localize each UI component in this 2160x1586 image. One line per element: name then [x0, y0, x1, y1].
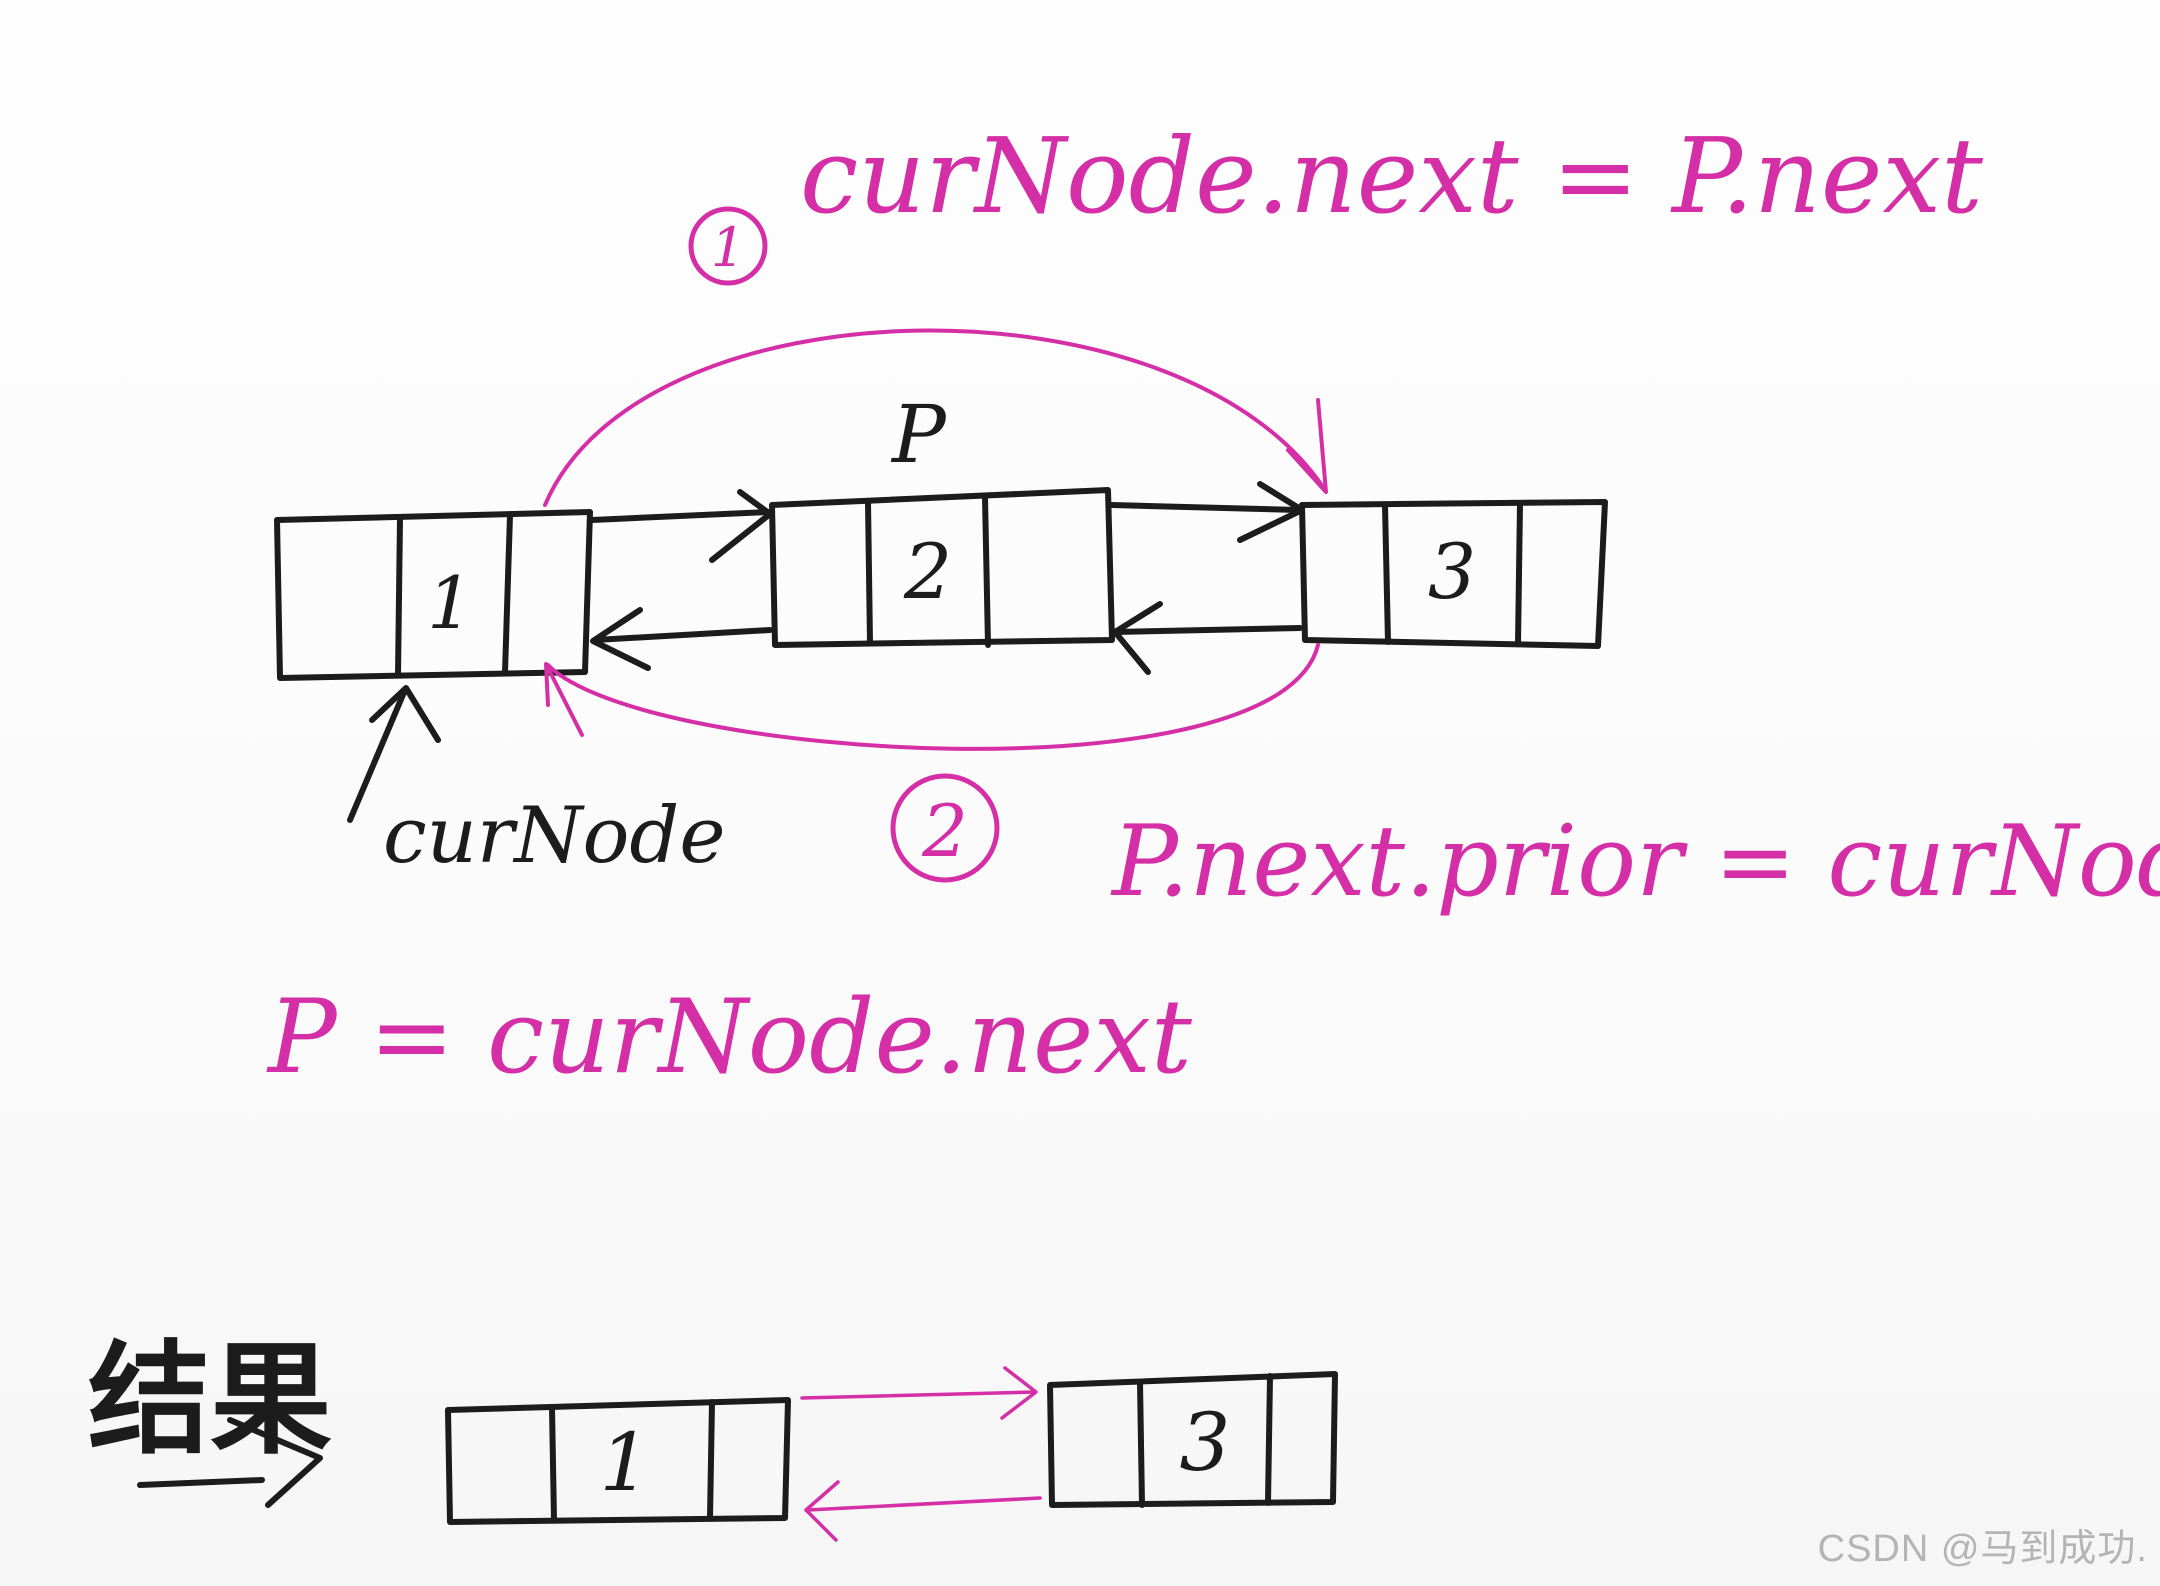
result-link-backward [806, 1496, 1042, 1512]
node-1-top: 1 [274, 509, 593, 681]
result-node-3-box [1047, 1371, 1338, 1508]
result-node-1-value: 1 [600, 1416, 651, 1509]
result-node-3-divider-left [1137, 1379, 1145, 1508]
node-1-value: 1 [427, 561, 473, 645]
link-1-to-2-arrowhead [709, 489, 773, 563]
p-label: P [890, 388, 947, 481]
node-1-divider-right [502, 512, 513, 675]
step2-circle [890, 773, 1000, 883]
node-3-result: 3 [1047, 1371, 1338, 1508]
node-2-top: 2 [769, 487, 1115, 648]
step1-annotation: 1 curNode.next = P.next [688, 115, 1983, 286]
top-links [589, 481, 1305, 675]
result-arrow [227, 1417, 323, 1508]
node-3-divider-right [1515, 500, 1523, 647]
step1-marker: 1 [711, 216, 745, 279]
result-section: 结果 [88, 1329, 332, 1508]
step1-code: curNode.next = P.next [800, 115, 1983, 237]
result-node-3-value: 3 [1180, 1396, 1231, 1489]
node-2-box [769, 487, 1115, 648]
watermark-text: CSDN @马到成功. [1817, 1528, 2148, 1570]
step2-arc [544, 643, 1320, 751]
link-2-to-3 [1109, 502, 1303, 513]
node-3-value: 3 [1428, 527, 1476, 616]
link-3-to-2-arrowhead [1112, 601, 1163, 675]
result-node-1-divider-right [707, 1399, 715, 1521]
node-1-box [274, 509, 593, 681]
step1-arc-arrowhead [1286, 398, 1328, 494]
link-2-to-1 [592, 627, 773, 643]
assign-code: P = curNode.next [266, 978, 1193, 1097]
step2-arc-arrowhead [544, 662, 584, 737]
node-3-box [1299, 499, 1608, 649]
node-2-divider-left [865, 499, 873, 646]
link-2-to-1-arrowhead [590, 607, 651, 671]
result-link-forward [800, 1390, 1037, 1400]
result-underline [137, 1477, 265, 1488]
node-1-result: 1 [445, 1397, 791, 1525]
link-1-to-2 [589, 509, 771, 523]
curnode-label: curNode [383, 791, 726, 881]
curnode-arrow-line [347, 687, 408, 823]
curnode-arrowhead [369, 685, 441, 743]
result-node-1-box [445, 1397, 791, 1525]
step2-code: P.next.prior = curNode [1110, 805, 2160, 919]
step2-annotation: 2 P.next.prior = curNode [890, 773, 2160, 919]
node-2-value: 2 [903, 527, 952, 616]
curnode-pointer: curNode [347, 685, 726, 881]
step1-arc-line [543, 328, 1327, 507]
link-2-to-3-arrowhead [1237, 481, 1305, 543]
result-link-backward-arrowhead [804, 1480, 840, 1542]
node-3-divider-left [1382, 502, 1391, 645]
step1-circle [688, 206, 768, 286]
node-2-divider-right [982, 494, 991, 648]
result-link-forward-arrowhead [1000, 1366, 1038, 1420]
step2-marker: 2 [921, 789, 968, 873]
step2-arc-line [546, 643, 1320, 751]
node-1-divider-left [395, 515, 403, 678]
node-3-top: 3 [1299, 499, 1608, 649]
link-3-to-2 [1112, 625, 1303, 635]
result-node-3-divider-right [1265, 1373, 1273, 1506]
step1-arc [543, 328, 1328, 507]
result-links [800, 1366, 1042, 1542]
result-node-1-divider-left [549, 1405, 557, 1523]
